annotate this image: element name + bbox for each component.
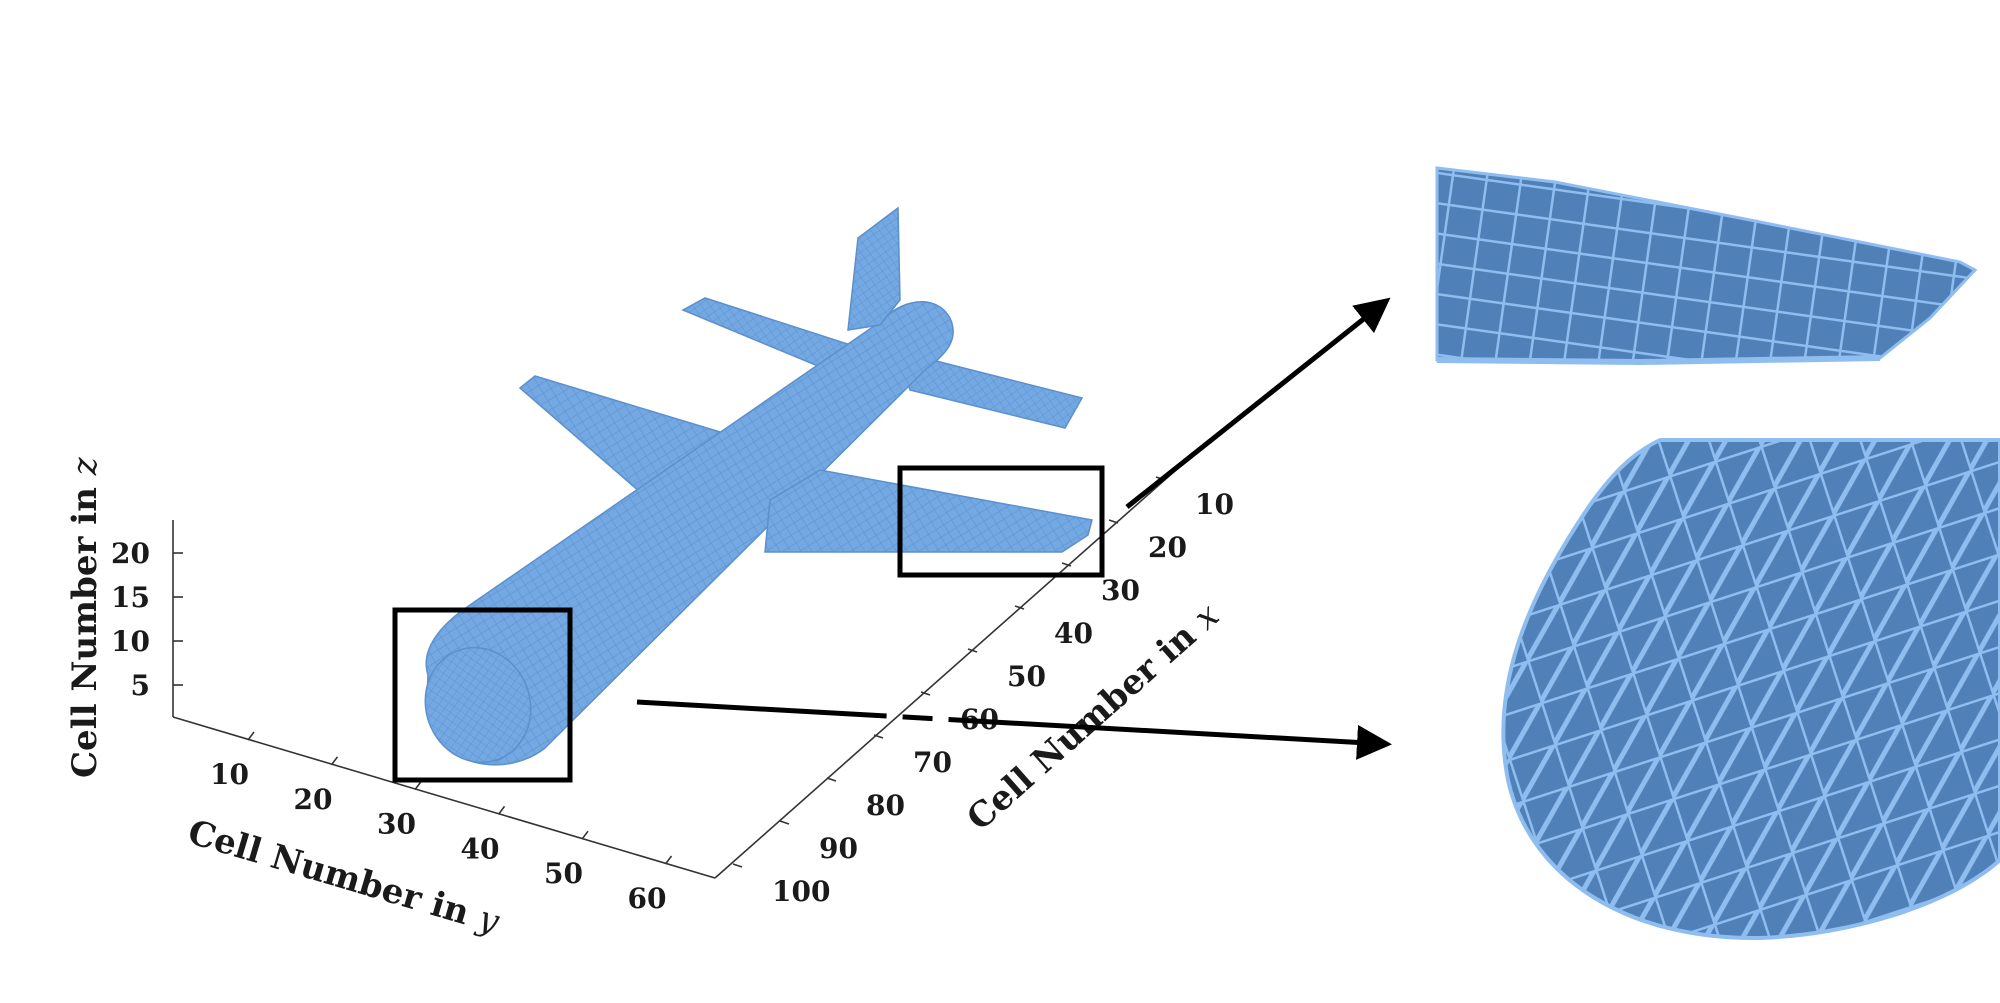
wing-inset-mesh	[1435, 166, 1978, 364]
nose-inset-mesh	[1501, 438, 2000, 941]
y-axis-title: Cell Number in y	[183, 812, 504, 942]
x-tick-mark	[873, 734, 884, 739]
x-tick-label: 20	[1148, 531, 1187, 564]
y-axis-ticks: 10 20 30 40 50 60	[210, 731, 673, 915]
x-tick-mark	[967, 648, 978, 653]
x-tick-label: 80	[866, 789, 905, 822]
x-axis-title: Cell Number in x	[959, 595, 1227, 838]
z-axis-title: Cell Number in z	[65, 456, 105, 778]
x-tick-mark	[1014, 605, 1025, 610]
wing-arrow	[1125, 297, 1391, 509]
right-wing	[764, 469, 1093, 553]
y-tick-mark	[497, 805, 506, 815]
nose-cap	[424, 646, 532, 764]
z-tick-label: 5	[131, 669, 150, 702]
x-tick-label: 50	[1007, 660, 1046, 693]
x-tick-mark	[826, 777, 837, 782]
nose-zoom	[1501, 438, 2000, 941]
wing-inset-edge	[1436, 355, 1881, 366]
x-tick-mark	[779, 820, 790, 825]
x-tick-label: 100	[772, 875, 830, 908]
wing-zoom-box	[897, 465, 1105, 578]
y-tick-label: 40	[461, 832, 500, 865]
y-axis-line	[172, 716, 716, 879]
y-tick-label: 30	[377, 808, 416, 841]
z-tick-label: 15	[111, 581, 150, 614]
y-tick-mark	[414, 781, 422, 791]
y-tick-mark	[330, 756, 339, 766]
y-tick-label: 20	[294, 783, 333, 816]
y-tick-mark	[581, 830, 589, 840]
nose-zoom-box	[392, 607, 573, 783]
wing-tip-zoom	[1435, 166, 1978, 366]
x-tick-label: 10	[1195, 488, 1234, 521]
z-tick-label: 20	[111, 537, 150, 570]
x-tick-mark	[1061, 562, 1072, 567]
x-tick-label: 90	[819, 832, 858, 865]
y-tick-label: 50	[544, 857, 583, 890]
x-axis-line	[714, 461, 1186, 879]
x-tick-label: 70	[913, 746, 952, 779]
y-tick-label: 60	[628, 882, 667, 915]
airplane-mesh	[424, 206, 1093, 766]
x-tick-label: 40	[1054, 617, 1093, 650]
tail-fin	[847, 206, 901, 331]
y-tick-mark	[664, 855, 673, 865]
z-tick-label: 10	[111, 625, 150, 658]
y-tick-mark	[247, 731, 255, 741]
x-tick-mark	[920, 691, 931, 696]
x-tick-label: 30	[1101, 574, 1140, 607]
z-axis-ticks: 5 10 15 20	[111, 537, 183, 702]
y-tick-label: 10	[210, 758, 249, 791]
nose-arrow	[636, 699, 1392, 760]
x-tick-mark	[1108, 519, 1119, 524]
x-tick-mark	[732, 863, 743, 868]
